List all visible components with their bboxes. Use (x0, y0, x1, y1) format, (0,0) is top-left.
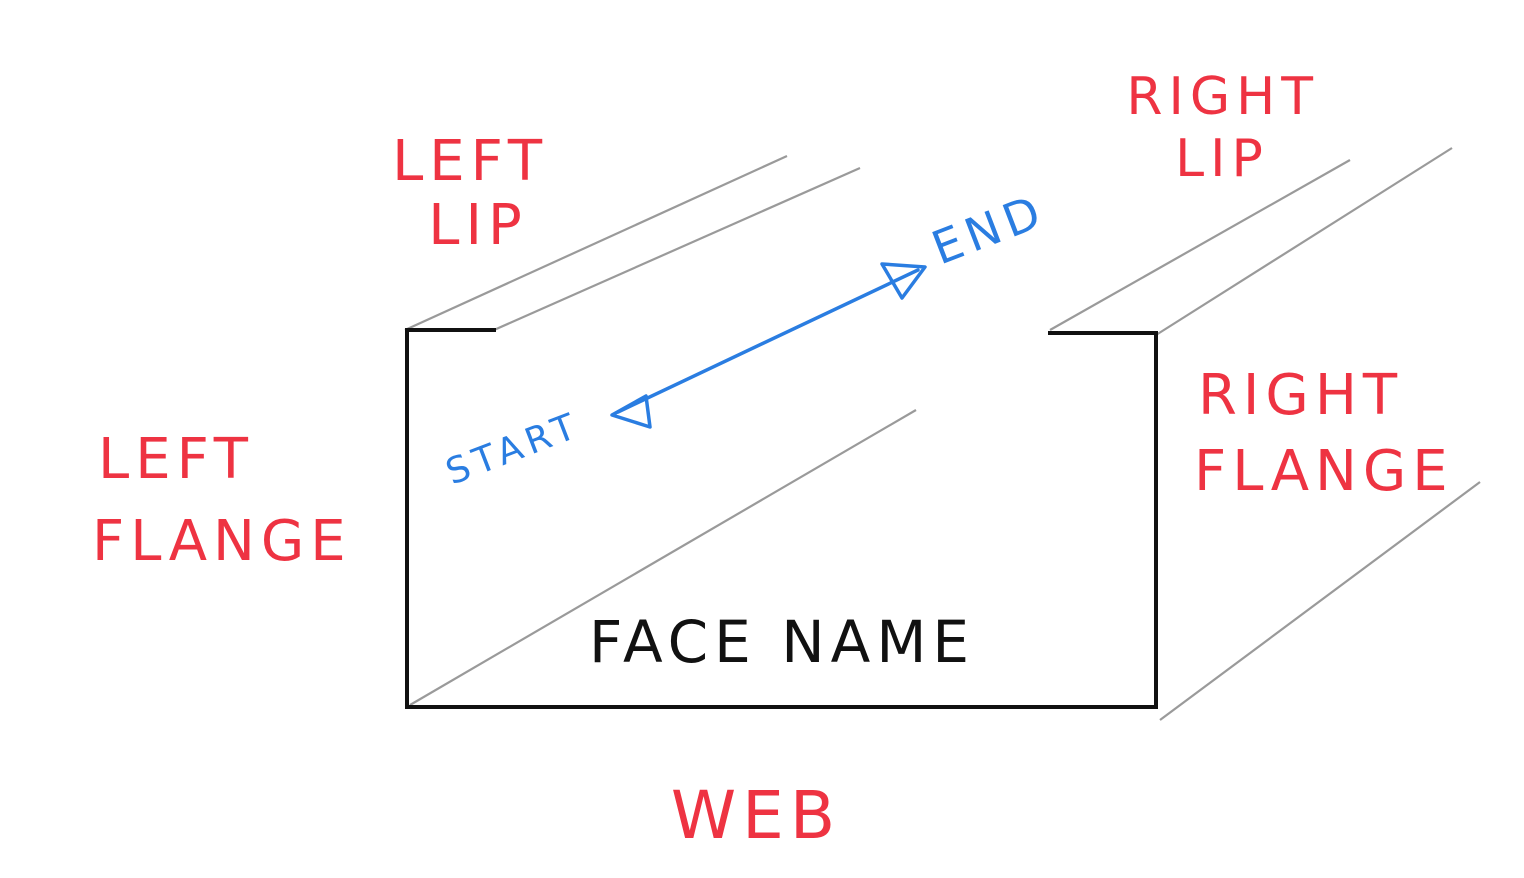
right-lip-inner-edge (1049, 159, 1351, 331)
left-lip-label: LEFT LIP (392, 129, 572, 258)
right-flange-label: RIGHT FLANGE (1194, 363, 1454, 504)
left-lip-label-line1: LEFT (392, 129, 548, 194)
right-lip-label-line1: RIGHT (1126, 67, 1319, 127)
depth-edges (404, 147, 1481, 721)
web-inner-edge (409, 409, 917, 706)
end-label: END (925, 183, 1053, 275)
left-flange-label: LEFT FLANGE (92, 427, 352, 574)
right-flange-bottom-edge (1159, 481, 1481, 721)
right-lip-label: RIGHT LIP (1126, 67, 1341, 189)
right-flange-label-line2: FLANGE (1194, 439, 1454, 504)
start-label: START (441, 405, 587, 494)
right-flange-label-line1: RIGHT (1198, 363, 1403, 428)
left-lip-inner-edge (404, 154, 788, 332)
left-flange-label-line2: FLANGE (92, 509, 352, 574)
left-lip-label-line2: LIP (428, 193, 527, 258)
direction-arrow (610, 262, 927, 429)
left-flange-label-line1: LEFT (98, 427, 254, 492)
face-name-label: FACE NAME (589, 608, 975, 676)
right-flange-top-edge (1155, 147, 1453, 336)
left-lip-outer-edge (493, 166, 861, 332)
start-arrowhead-icon (610, 394, 652, 429)
channel-profile-outline (405, 328, 1158, 709)
direction-arrow-shaft (616, 268, 920, 414)
right-lip-label-line2: LIP (1175, 129, 1269, 189)
end-arrowhead-icon (880, 262, 927, 300)
web-label: WEB (671, 777, 841, 854)
